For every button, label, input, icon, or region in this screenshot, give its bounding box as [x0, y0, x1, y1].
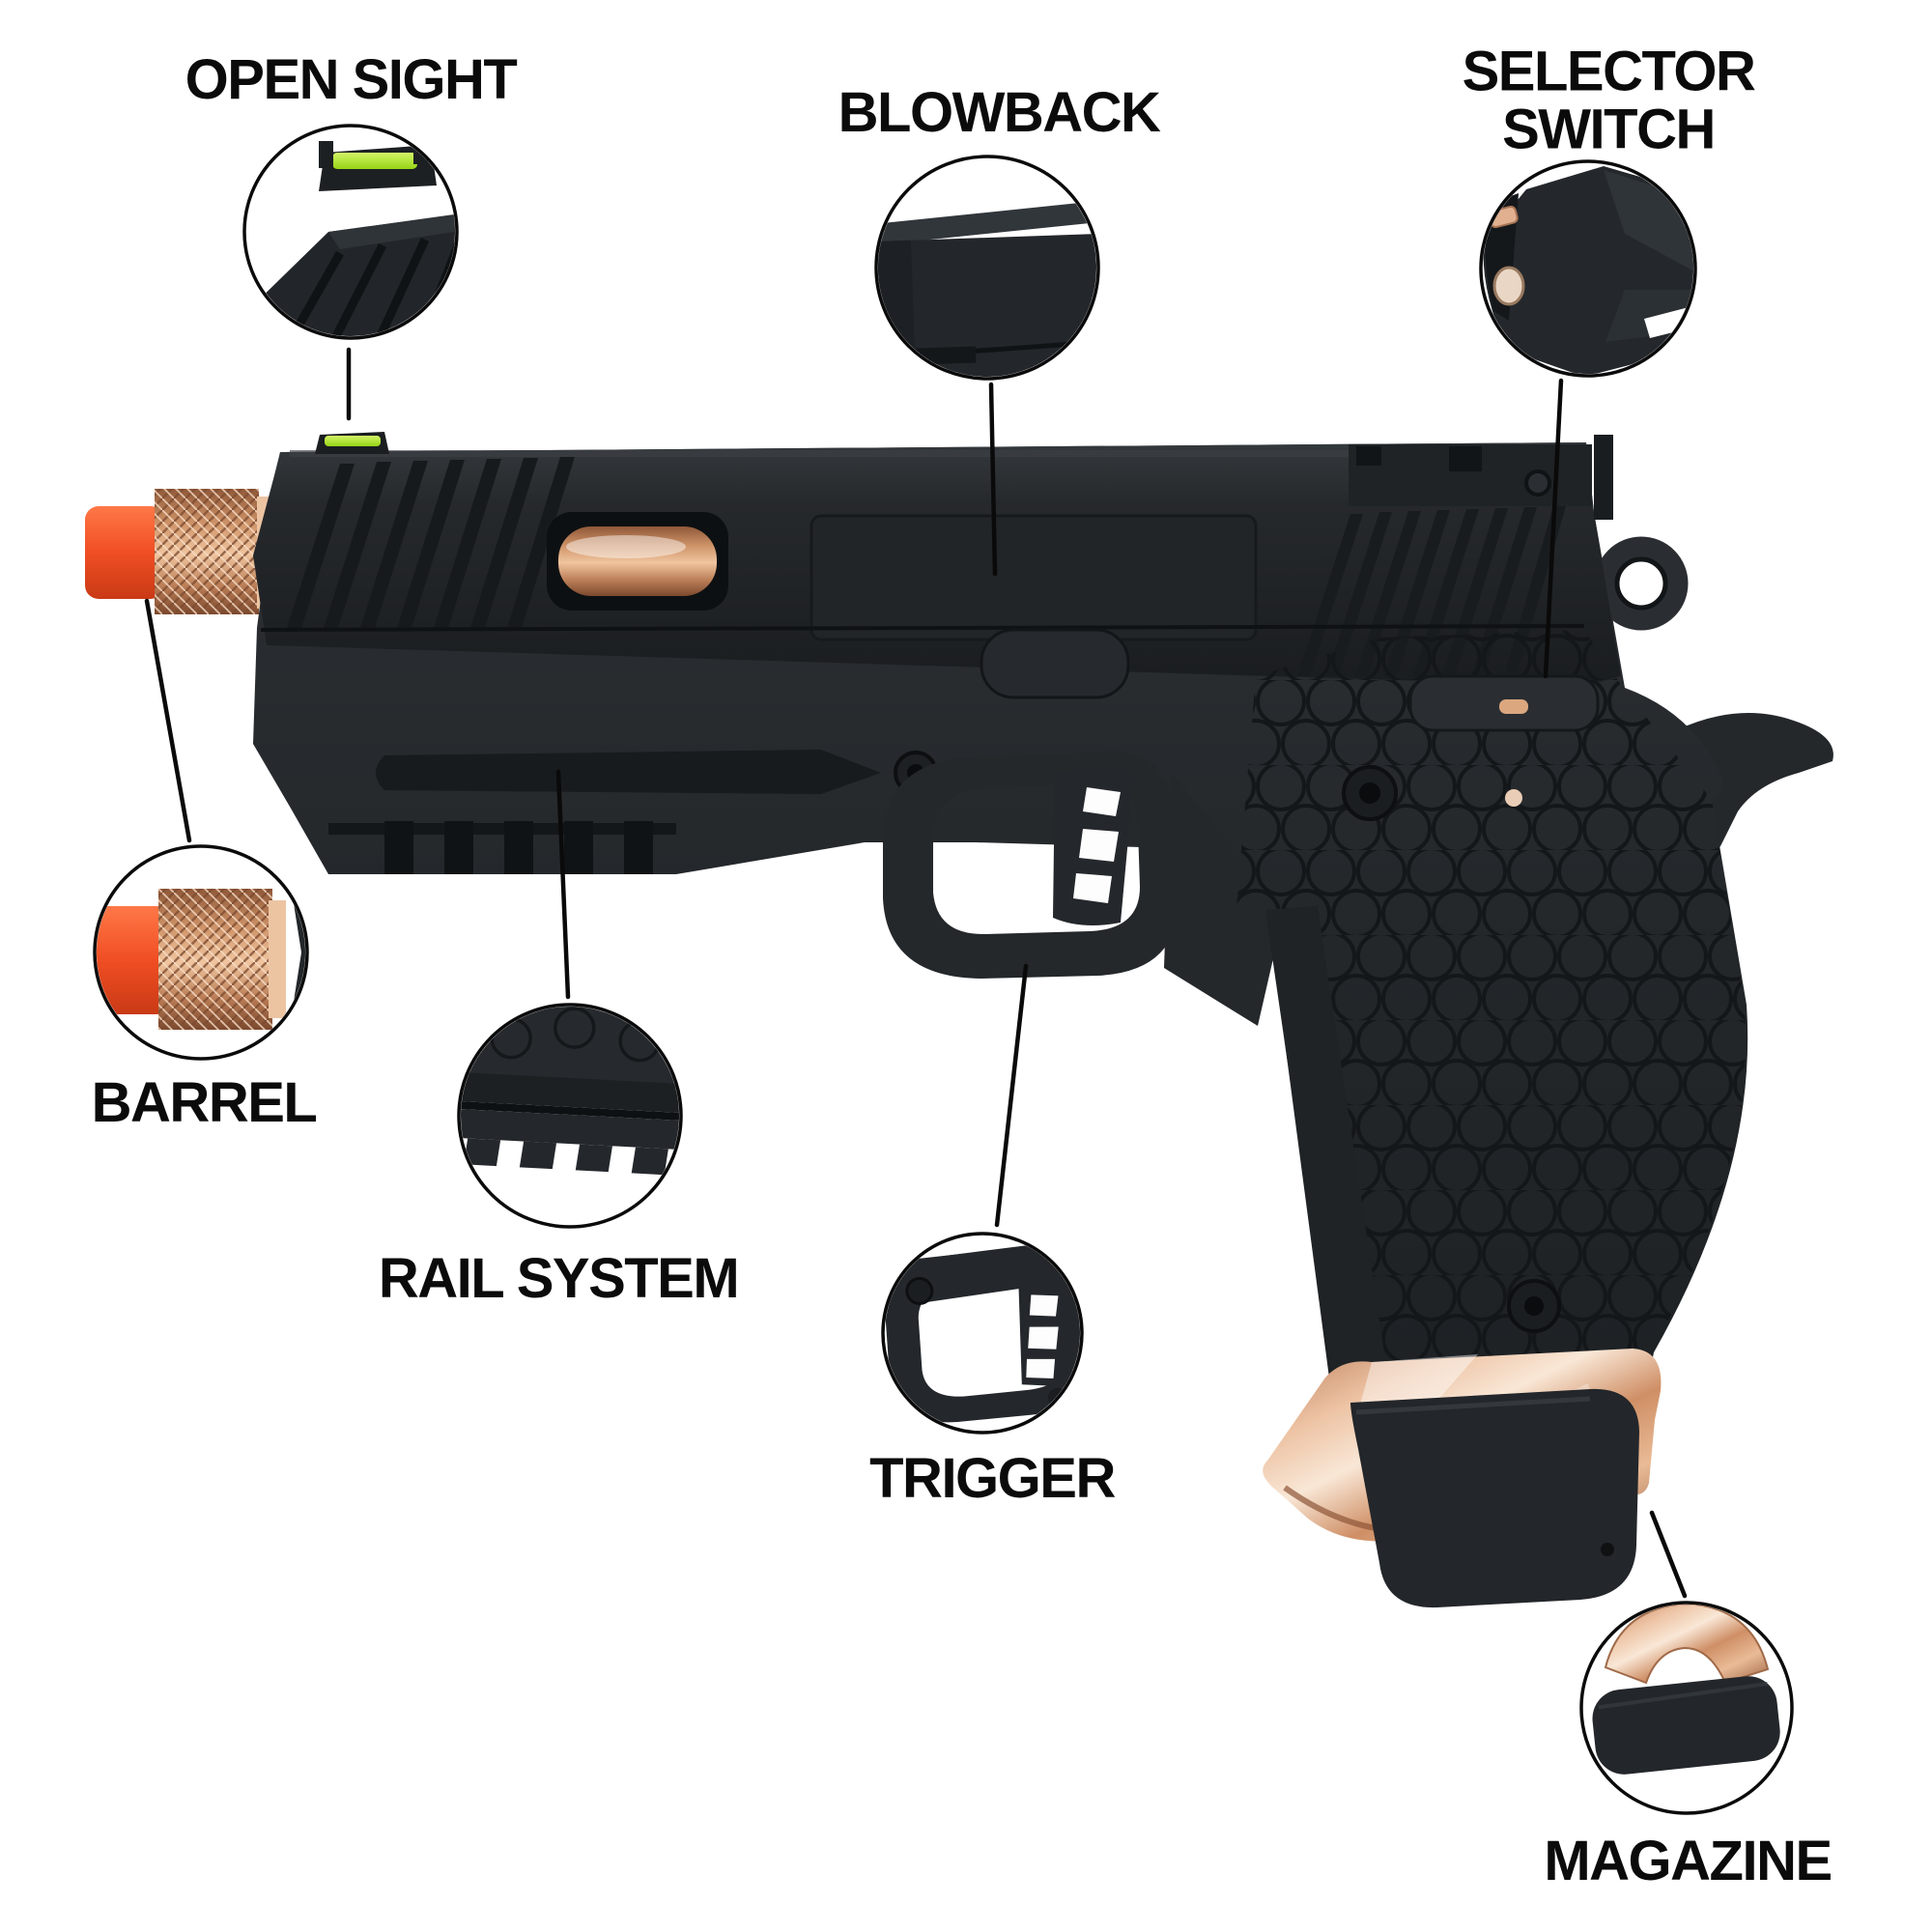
barrel-muzzle: [85, 489, 280, 614]
inset-barrel: [93, 844, 309, 1061]
inset-open-sight: [242, 124, 459, 340]
label-rail-system: RAIL SYSTEM: [378, 1246, 740, 1310]
callout-leaders: [144, 347, 1688, 1599]
label-magazine: MAGAZINE: [1544, 1829, 1833, 1892]
grip-screws: [1342, 765, 1561, 1333]
inset-trigger: [881, 1232, 1087, 1435]
label-open-sight: OPEN SIGHT: [185, 47, 518, 111]
inset-selector-switch: [1479, 159, 1697, 378]
inset-blowback: [874, 155, 1100, 381]
grip-front-strap: [1265, 906, 1395, 1430]
slide-window: [547, 512, 728, 611]
label-selector-switch: SELECTOR SWITCH: [1462, 40, 1756, 161]
leader-rail-system: [555, 769, 571, 1000]
leader-trigger: [994, 963, 1029, 1228]
label-trigger: TRIGGER: [869, 1446, 1116, 1510]
inset-rail-system: [455, 1003, 685, 1229]
label-blowback: BLOWBACK: [838, 80, 1161, 144]
front-serrations: [287, 457, 575, 628]
blowback-panel: [810, 514, 1258, 641]
trigger-guard: [883, 751, 1179, 979]
leader-magazine: [1649, 1510, 1688, 1599]
slide-stop: [980, 628, 1130, 699]
magazine-base: [1350, 1388, 1639, 1608]
copper-pin: [1505, 789, 1522, 807]
pistol-illustration: [85, 432, 1833, 1608]
frame-details: [328, 628, 1130, 874]
leader-barrel: [144, 598, 192, 843]
leader-blowback: [988, 382, 998, 577]
rear-sight: [1349, 435, 1613, 520]
trigger-blade: [1053, 768, 1134, 926]
slide: [253, 435, 1621, 686]
accessory-rail: [328, 821, 676, 874]
inset-magazine: [1579, 1601, 1794, 1815]
label-barrel: BARREL: [91, 1070, 318, 1134]
front-sight: [315, 432, 389, 454]
callout-insets: [93, 124, 1794, 1815]
leader-selector-switch: [1543, 378, 1564, 679]
